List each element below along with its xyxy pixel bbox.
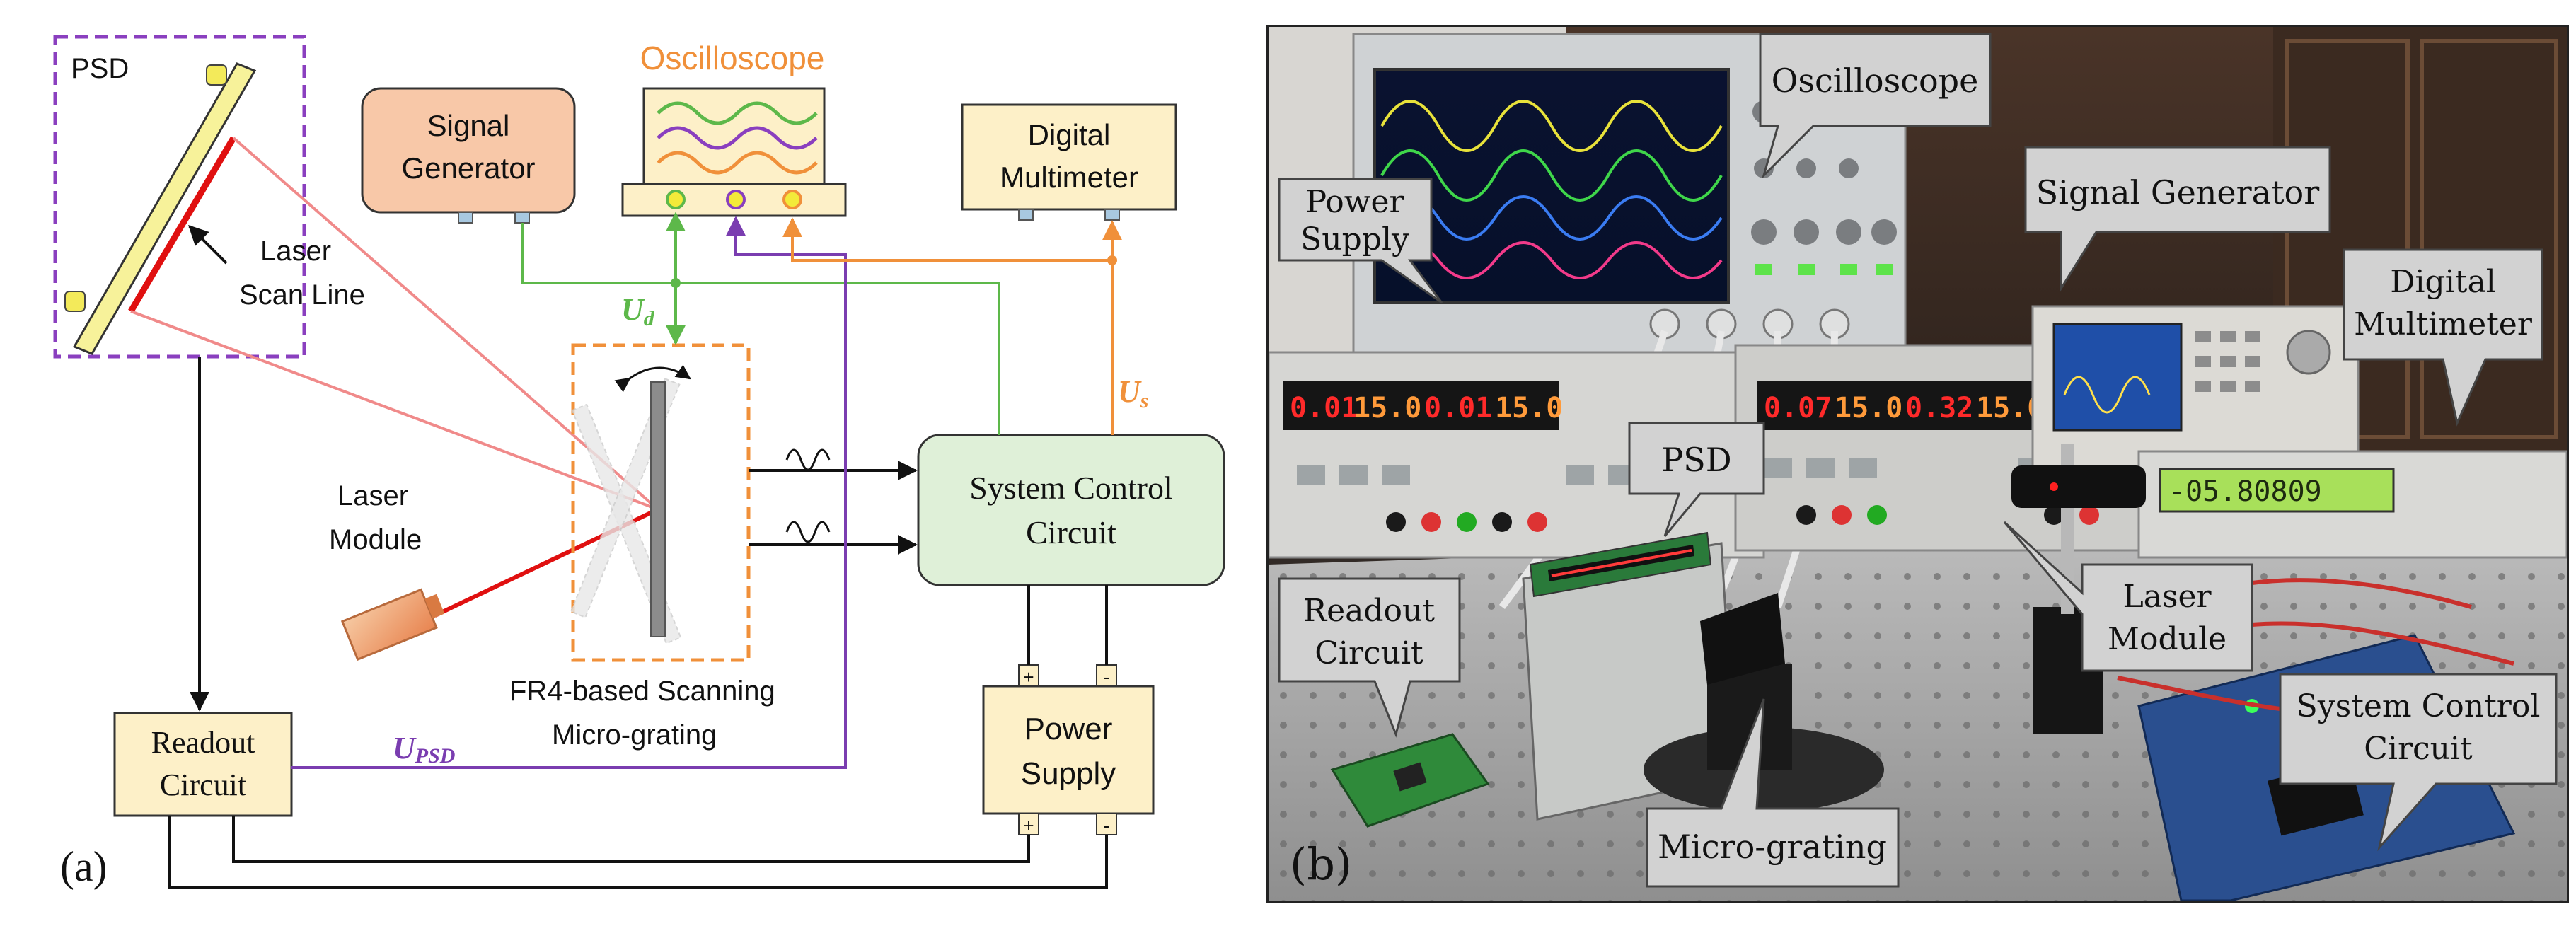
micro-grating-stage xyxy=(1644,593,1884,812)
ps1-display-d: 15.0 xyxy=(1495,392,1563,424)
callout-laser-module-text-1: Laser xyxy=(2122,579,2212,615)
callout-power-supply-text-1: Power xyxy=(1305,184,1404,220)
ps-bottom-plus: + xyxy=(1023,815,1034,836)
callout-psd xyxy=(1628,422,1765,537)
ps-bottom-minus: - xyxy=(1104,815,1110,836)
callout-digital-multimeter-text-1: Digital xyxy=(2390,264,2496,300)
system-control-circuit-box xyxy=(917,434,1225,586)
readout-label-1: Readout xyxy=(151,725,255,760)
orange-junction xyxy=(1107,255,1117,265)
digital-multimeter-instrument xyxy=(2137,450,2567,559)
readout-board xyxy=(1330,733,1490,828)
wire-green-signal xyxy=(521,223,1000,435)
callout-psd-text: PSD xyxy=(1661,441,1731,479)
upsd-label: UPSD xyxy=(393,731,455,768)
signal-generator-box xyxy=(361,87,576,214)
psd-sensor-bar xyxy=(64,62,257,355)
oscilloscope-label: Oscilloscope xyxy=(640,40,825,76)
sine-icon-2 xyxy=(785,521,831,543)
callout-oscilloscope xyxy=(1759,33,1992,180)
ps2-display-b: 15.0 xyxy=(1835,392,1902,424)
panel-b-label: (b) xyxy=(1290,838,1352,890)
rotation-arrow-icon xyxy=(614,364,691,393)
power-supply-terminals xyxy=(1018,664,1117,835)
dmm-port-right xyxy=(1104,209,1120,221)
lab-setup-photo: 0.01 15.0 0.01 15.0 0.07 15.0 0.32 15.0 … xyxy=(1266,25,2569,903)
ps-top-plus: + xyxy=(1023,666,1034,688)
power-supply-box xyxy=(982,685,1155,815)
ud-label: Ud xyxy=(621,292,655,330)
schematic-diagram: PSD Laser Scan Line Laser Module FR4-bas… xyxy=(53,35,1225,890)
callout-laser-module xyxy=(2003,521,2253,672)
laser-scan-line-label-1: Laser xyxy=(260,236,331,267)
ps1-display-b: 15.0 xyxy=(1353,392,1421,424)
signal-generator-label-2: Generator xyxy=(401,151,535,185)
readout-circuit-box xyxy=(113,712,293,817)
sg-port-right xyxy=(514,212,530,224)
callout-digital-multimeter-text-2: Multimeter xyxy=(2354,306,2533,342)
callout-digital-multimeter xyxy=(2343,248,2543,427)
green-junction xyxy=(671,278,681,288)
callout-signal-generator-text: Signal Generator xyxy=(2036,173,2319,212)
callout-system-control xyxy=(2279,673,2558,852)
sg-port-left xyxy=(458,212,473,224)
signal-generator-label-1: Signal xyxy=(427,109,510,142)
laser-scan-line-label-2: Scan Line xyxy=(239,279,365,311)
ps2-display-a: 0.07 xyxy=(1764,392,1832,424)
callout-laser-module-text-2: Module xyxy=(2108,621,2226,657)
laser-module-label-1: Laser xyxy=(337,480,408,511)
callout-power-supply xyxy=(1278,178,1443,304)
system-control-label-2: Circuit xyxy=(1026,514,1116,550)
power-supply-label-2: Supply xyxy=(1021,756,1116,791)
ps-top-minus: - xyxy=(1104,666,1110,688)
ps1-display-c: 0.01 xyxy=(1424,392,1492,424)
callout-oscilloscope-text: Oscilloscope xyxy=(1772,62,1979,100)
ps2-display-c: 0.32 xyxy=(1905,392,1973,424)
callout-system-control-text-1: System Control xyxy=(2297,688,2541,724)
laser-module-icon xyxy=(340,588,445,661)
digital-multimeter-label-1: Digital xyxy=(1028,118,1111,151)
wire-readout-ps-plus xyxy=(232,816,1030,863)
micro-grating-mirror xyxy=(570,377,682,644)
sine-icon-1 xyxy=(785,448,831,471)
wire-readout-ps-minus xyxy=(168,816,1108,889)
power-supply-instruments xyxy=(1269,344,2154,559)
callout-signal-generator xyxy=(2024,146,2331,293)
callout-readout-circuit xyxy=(1278,577,1461,738)
grating-label-2: Micro-grating xyxy=(552,719,717,751)
callout-readout-text-1: Readout xyxy=(1303,593,1435,629)
psd-dashed-box xyxy=(53,35,306,359)
callout-readout-text-2: Circuit xyxy=(1315,635,1423,671)
wire-orange-us xyxy=(782,217,1114,435)
psd-label: PSD xyxy=(71,53,129,84)
laser-scan-line-pointer xyxy=(188,225,228,265)
dmm-display: -05.80809 xyxy=(2168,475,2322,508)
grating-label-1: FR4-based Scanning xyxy=(509,676,775,707)
power-supply-label-1: Power xyxy=(1024,712,1113,746)
callout-micro-grating xyxy=(1646,698,1900,888)
dmm-port-left xyxy=(1018,209,1034,221)
digital-multimeter-box xyxy=(961,103,1177,211)
system-control-label-1: System Control xyxy=(969,470,1173,506)
callout-micro-grating-text: Micro-grating xyxy=(1658,828,1887,866)
readout-label-2: Circuit xyxy=(160,768,246,802)
grating-dashed-box xyxy=(571,343,751,662)
digital-multimeter-label-2: Multimeter xyxy=(1000,161,1138,194)
laser-module-label-2: Module xyxy=(329,524,422,555)
us-label: Us xyxy=(1118,374,1148,412)
wire-purple-upsd xyxy=(291,216,847,769)
panel-a-label: (a) xyxy=(60,843,108,890)
ps1-display-a: 0.01 xyxy=(1290,392,1358,424)
oscilloscope-icon xyxy=(621,87,847,217)
callout-system-control-text-2: Circuit xyxy=(2364,731,2473,767)
callout-power-supply-text-2: Supply xyxy=(1300,221,1409,257)
